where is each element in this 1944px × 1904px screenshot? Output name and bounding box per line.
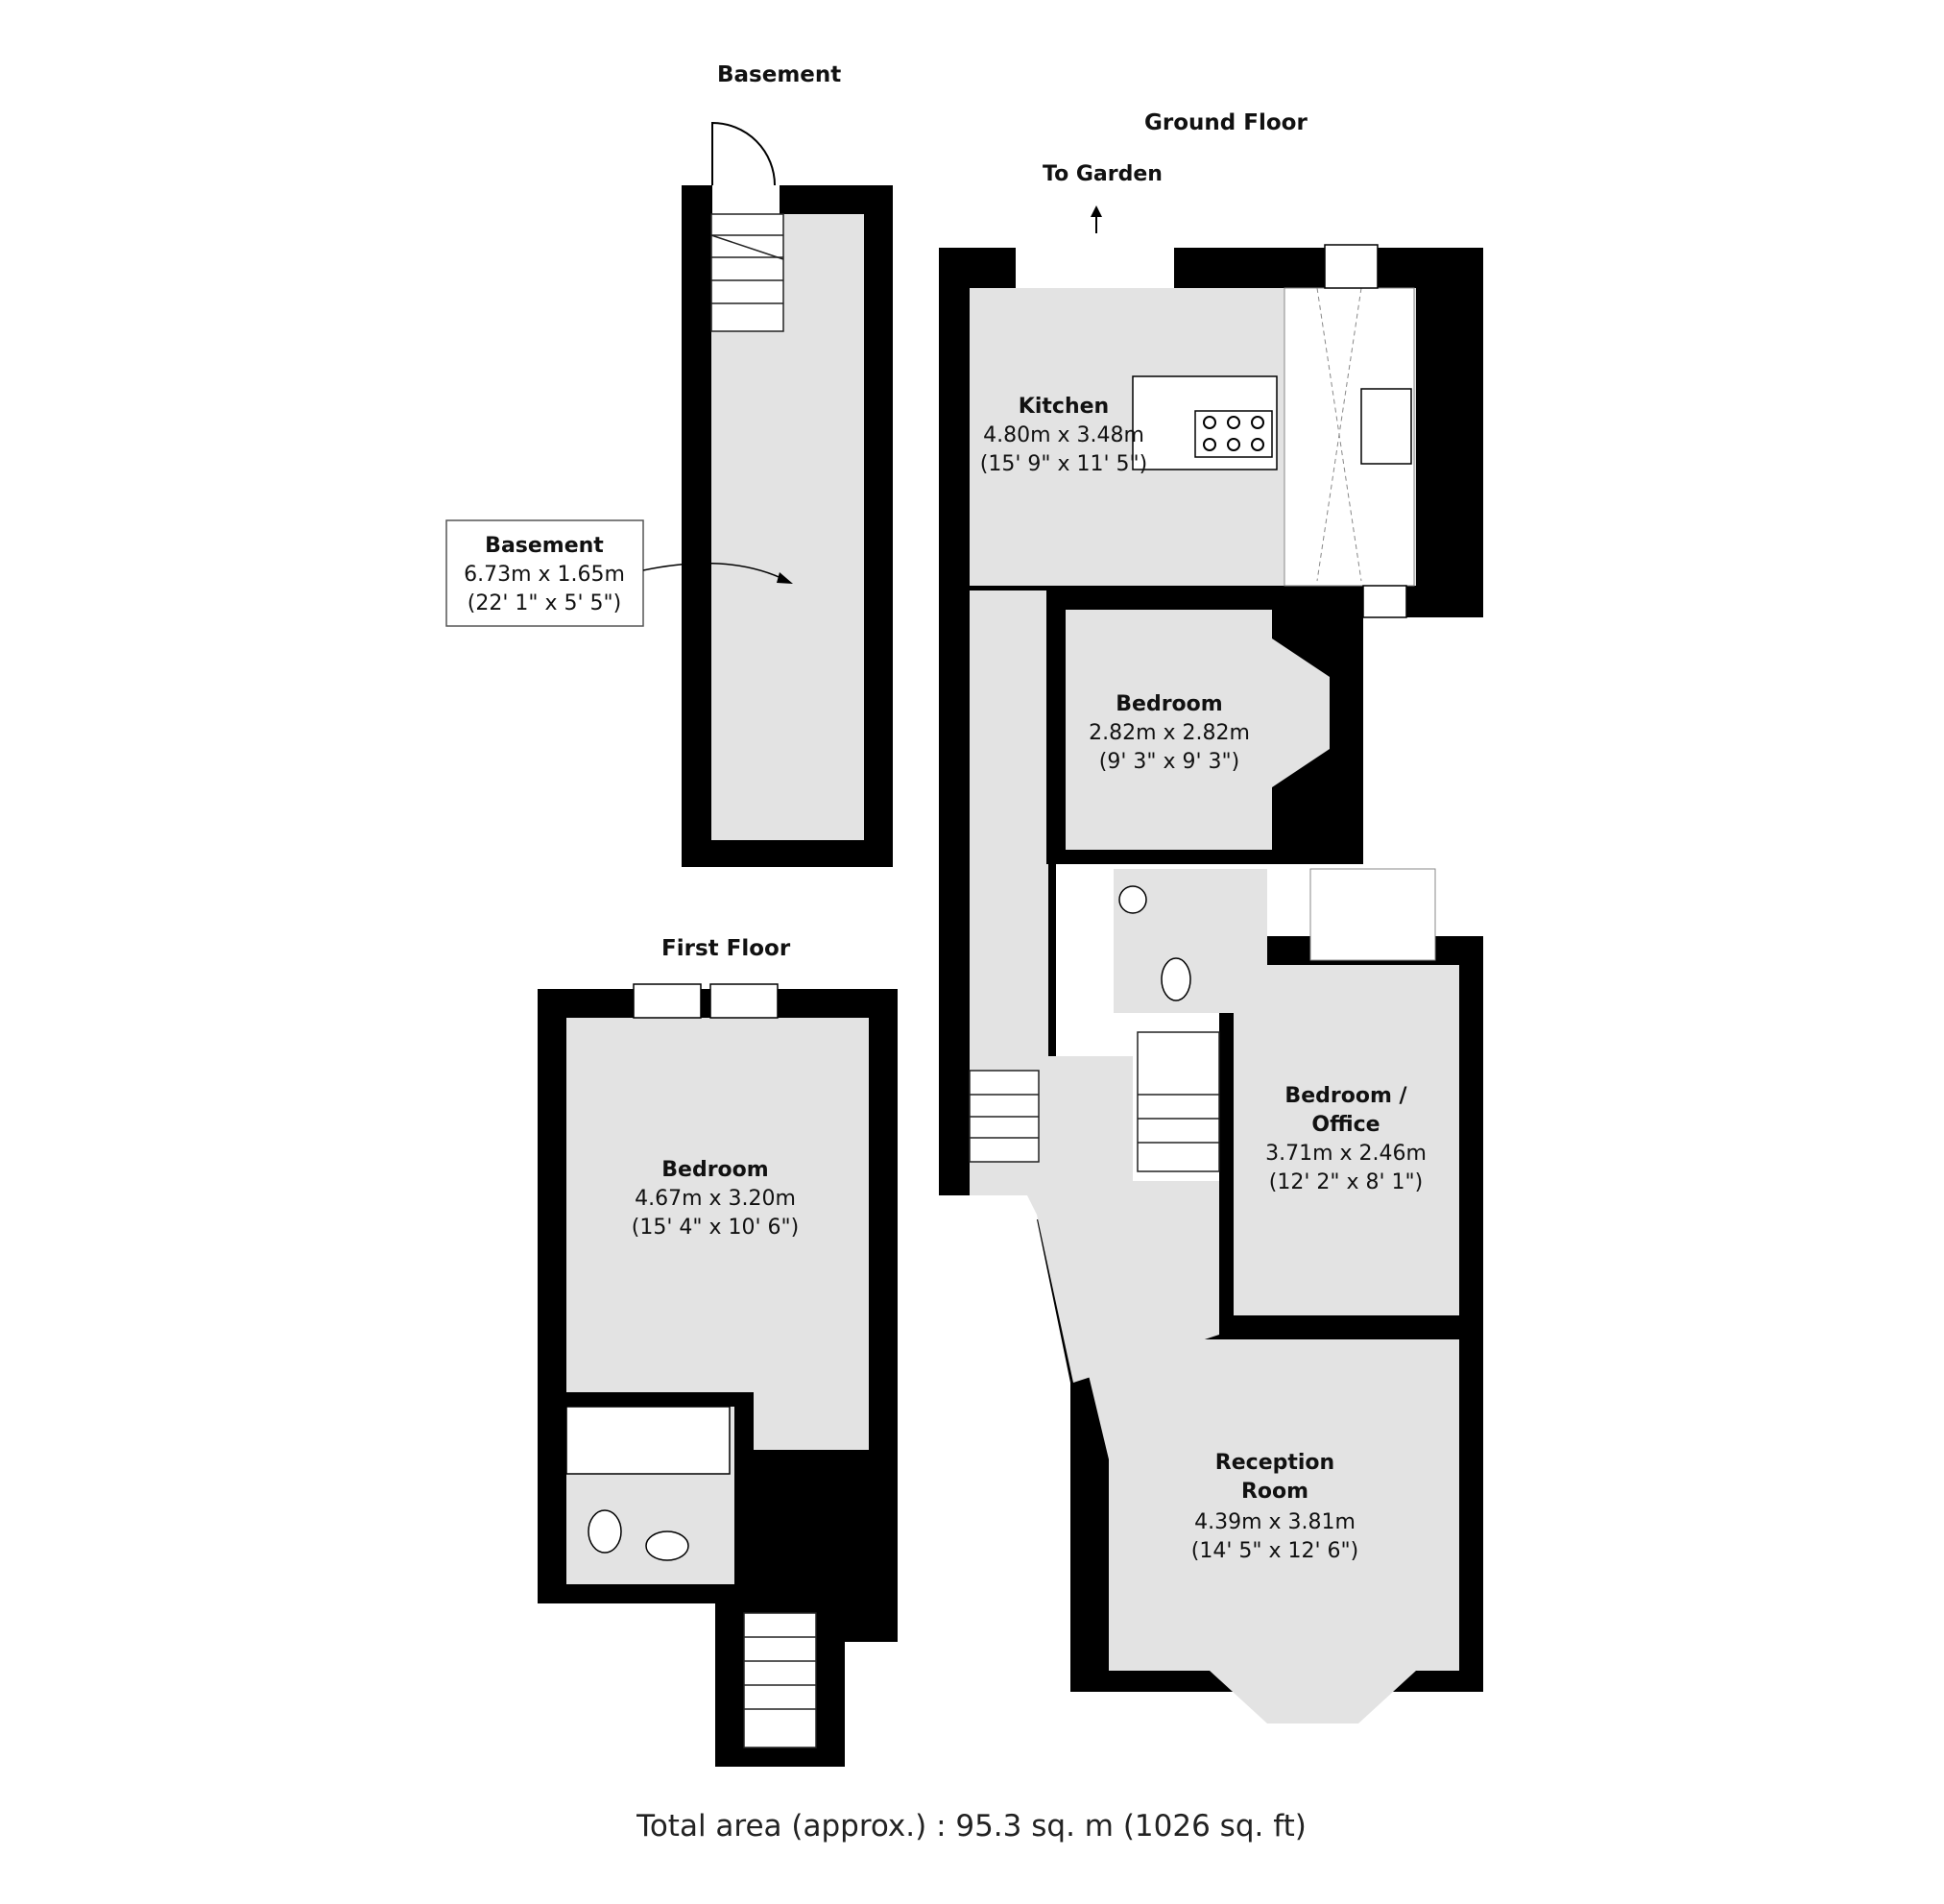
wc-toilet-icon xyxy=(1161,957,1191,1001)
basement-room-name: Basement xyxy=(485,534,604,558)
bedroom-office-imperial: (12' 2" x 8' 1") xyxy=(1269,1170,1423,1194)
basement-pointer-arrow xyxy=(642,562,788,582)
reception-name-2: Room xyxy=(1241,1480,1308,1504)
first-floor-window-2 xyxy=(709,983,779,1019)
bedroom-office-balcony xyxy=(1309,868,1436,961)
ground-floor: Ground Floor To Garden Kitchen 4.80m x 3… xyxy=(939,110,1483,1723)
ground-bedroom-imperial: (9' 3" x 9' 3") xyxy=(1099,750,1239,774)
bath-icon xyxy=(565,1406,731,1475)
hallway-floor xyxy=(970,590,1219,1383)
total-area: Total area (approx.) : 95.3 sq. m (1026 … xyxy=(636,1809,1307,1844)
kitchen-room-imperial: (15' 9" x 11' 5") xyxy=(980,452,1147,476)
kitchen-sink xyxy=(1360,388,1412,465)
to-garden-label: To Garden xyxy=(1043,162,1163,186)
first-floor-window-1 xyxy=(633,983,702,1019)
basement-floor: Basement Basement 6.73m x 1.65m (22' 1" … xyxy=(445,62,893,867)
bedroom-office-name-1: Bedroom / xyxy=(1284,1084,1407,1108)
ground-floor-title: Ground Floor xyxy=(1144,110,1308,135)
first-bedroom-metric: 4.67m x 3.20m xyxy=(635,1187,796,1211)
ground-bedroom-floor xyxy=(1066,610,1330,850)
ground-stairs xyxy=(969,1031,1220,1172)
first-toilet-icon xyxy=(588,1509,622,1554)
first-floor: First Floor Bedroom 4.67m x 3.20m (15' 4… xyxy=(538,936,898,1767)
first-floor-title: First Floor xyxy=(661,936,791,961)
basement-pointer-arrowhead xyxy=(777,572,793,584)
kitchen-garden-door[interactable] xyxy=(1016,248,1174,288)
basement-room-imperial: (22' 1" x 5' 5") xyxy=(468,591,621,615)
basement-stairs xyxy=(710,213,784,332)
kitchen-room-metric: 4.80m x 3.48m xyxy=(983,423,1144,447)
basement-label-box xyxy=(445,519,644,627)
basement-doorway xyxy=(712,185,780,214)
kitchen-room-name: Kitchen xyxy=(1019,395,1109,419)
bedroom-office-name-2: Office xyxy=(1311,1113,1380,1137)
first-basin-icon xyxy=(645,1530,689,1561)
ground-bedroom-name: Bedroom xyxy=(1116,692,1222,716)
reception-imperial: (14' 5" x 12' 6") xyxy=(1191,1539,1358,1563)
basement-door xyxy=(711,121,776,186)
to-garden-arrowhead xyxy=(1091,205,1102,217)
ground-bedroom-metric: 2.82m x 2.82m xyxy=(1089,721,1250,745)
reception-floor xyxy=(1080,1339,1459,1723)
first-stairs xyxy=(743,1612,817,1748)
first-bedroom-floor xyxy=(566,1018,869,1450)
reception-name-1: Reception xyxy=(1215,1451,1334,1475)
bedroom-office-floor xyxy=(1234,965,1459,1315)
wc-basin-icon xyxy=(1118,885,1147,914)
first-bedroom-imperial: (15' 4" x 10' 6") xyxy=(632,1216,799,1240)
basement-room-metric: 6.73m x 1.65m xyxy=(464,563,625,587)
basement-title: Basement xyxy=(717,62,841,87)
bedroom-office-metric: 3.71m x 2.46m xyxy=(1265,1142,1427,1166)
kitchen-window xyxy=(1324,244,1379,289)
reception-metric: 4.39m x 3.81m xyxy=(1194,1510,1356,1534)
kitchen-window-2 xyxy=(1362,585,1407,618)
first-bedroom-name: Bedroom xyxy=(661,1158,768,1182)
